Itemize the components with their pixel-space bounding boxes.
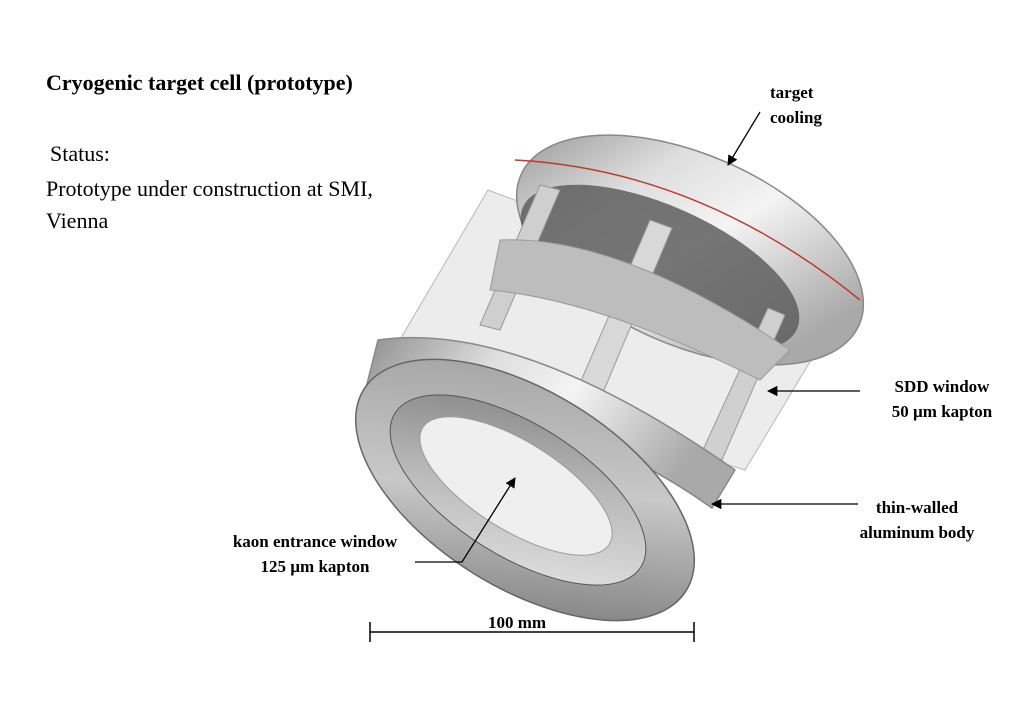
kaon-window-arrow: [415, 477, 516, 563]
entrance-window: [419, 416, 613, 556]
page-title: Cryogenic target cell (prototype): [46, 70, 353, 95]
label-kaon-window: kaon entrance window 125 µm kapton: [232, 532, 398, 576]
label-target-cooling: target cooling: [770, 83, 822, 127]
red-seal-line: [514, 159, 861, 301]
status-label: Status:: [50, 141, 110, 166]
status-text: Prototype under construction at SMI, Vie…: [46, 176, 373, 233]
top-cap-inner: [520, 184, 800, 352]
label-sdd-window: SDD window 50 µm kapton: [891, 377, 993, 421]
label-thin-walled: thin-walled aluminum body: [859, 498, 975, 542]
target-cooling-arrow: [727, 111, 761, 166]
scale-bar: [369, 622, 695, 642]
scale-bar-label: 100 mm: [487, 613, 547, 632]
inner-shelf: [489, 239, 791, 381]
target-cell-body: [354, 134, 865, 622]
